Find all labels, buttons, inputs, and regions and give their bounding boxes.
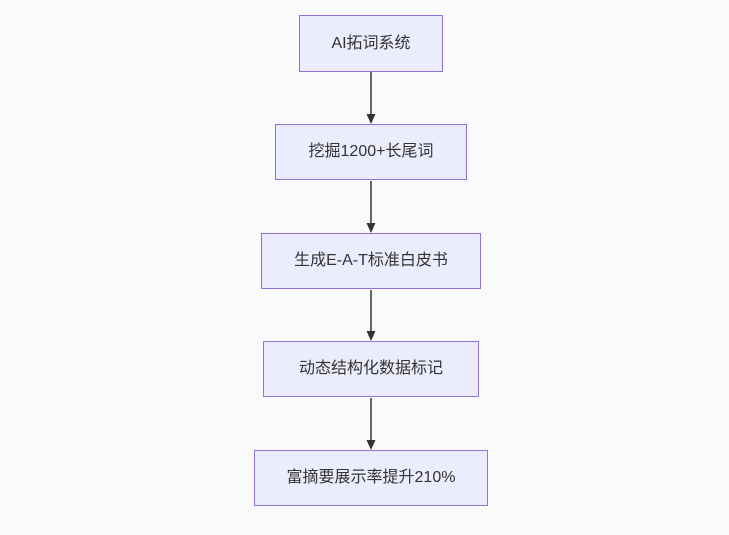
node-label: 富摘要展示率提升210%: [286, 469, 456, 487]
flowchart-node-rich-snippet-result: 富摘要展示率提升210%: [254, 450, 488, 506]
node-label: 挖掘1200+长尾词: [308, 143, 434, 161]
node-label: AI拓词系统: [331, 34, 411, 52]
edge-arrow-3: [366, 290, 376, 341]
node-label: 生成E-A-T标准白皮书: [294, 252, 448, 270]
edge-arrow-1: [366, 72, 376, 124]
edge-arrow-4: [366, 398, 376, 450]
flowchart-node-eat-whitepaper: 生成E-A-T标准白皮书: [261, 233, 481, 289]
flowchart-node-structured-data: 动态结构化数据标记: [263, 341, 479, 397]
edge-arrow-2: [366, 181, 376, 233]
flowchart-node-ai-keyword-system: AI拓词系统: [299, 15, 443, 72]
node-label: 动态结构化数据标记: [298, 360, 443, 378]
flowchart-node-longtail-mining: 挖掘1200+长尾词: [275, 124, 467, 180]
